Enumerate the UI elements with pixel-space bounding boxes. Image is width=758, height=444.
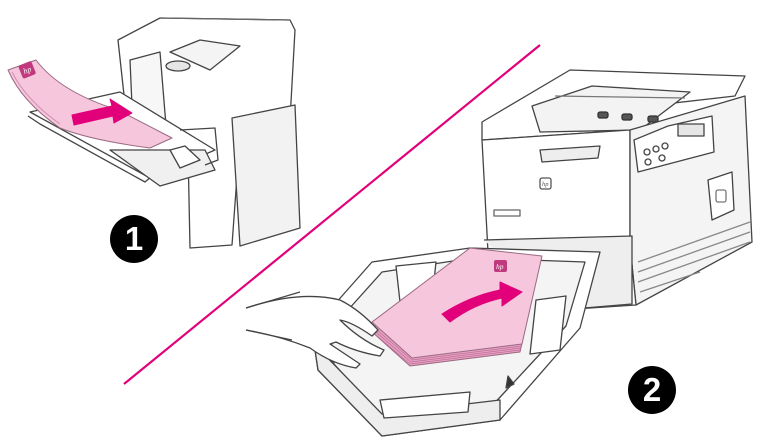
svg-text:hp: hp <box>496 262 504 271</box>
hp-logo-icon: hp <box>494 260 507 272</box>
step-2-illustration: hp <box>246 70 752 436</box>
step-1-illustration: hp <box>8 18 300 248</box>
display-window <box>678 124 704 136</box>
step-2-badge: 2 <box>628 366 676 414</box>
front-hp-logo-icon: hp <box>540 178 551 189</box>
side-vent-hp-icon <box>716 190 726 202</box>
model-label <box>494 210 520 216</box>
printer-right-panel <box>232 105 300 246</box>
paper-guide-right <box>530 296 566 354</box>
svg-text:hp: hp <box>542 181 549 188</box>
step-1-badge: 1 <box>110 215 158 263</box>
tray-release-slot <box>166 61 190 71</box>
